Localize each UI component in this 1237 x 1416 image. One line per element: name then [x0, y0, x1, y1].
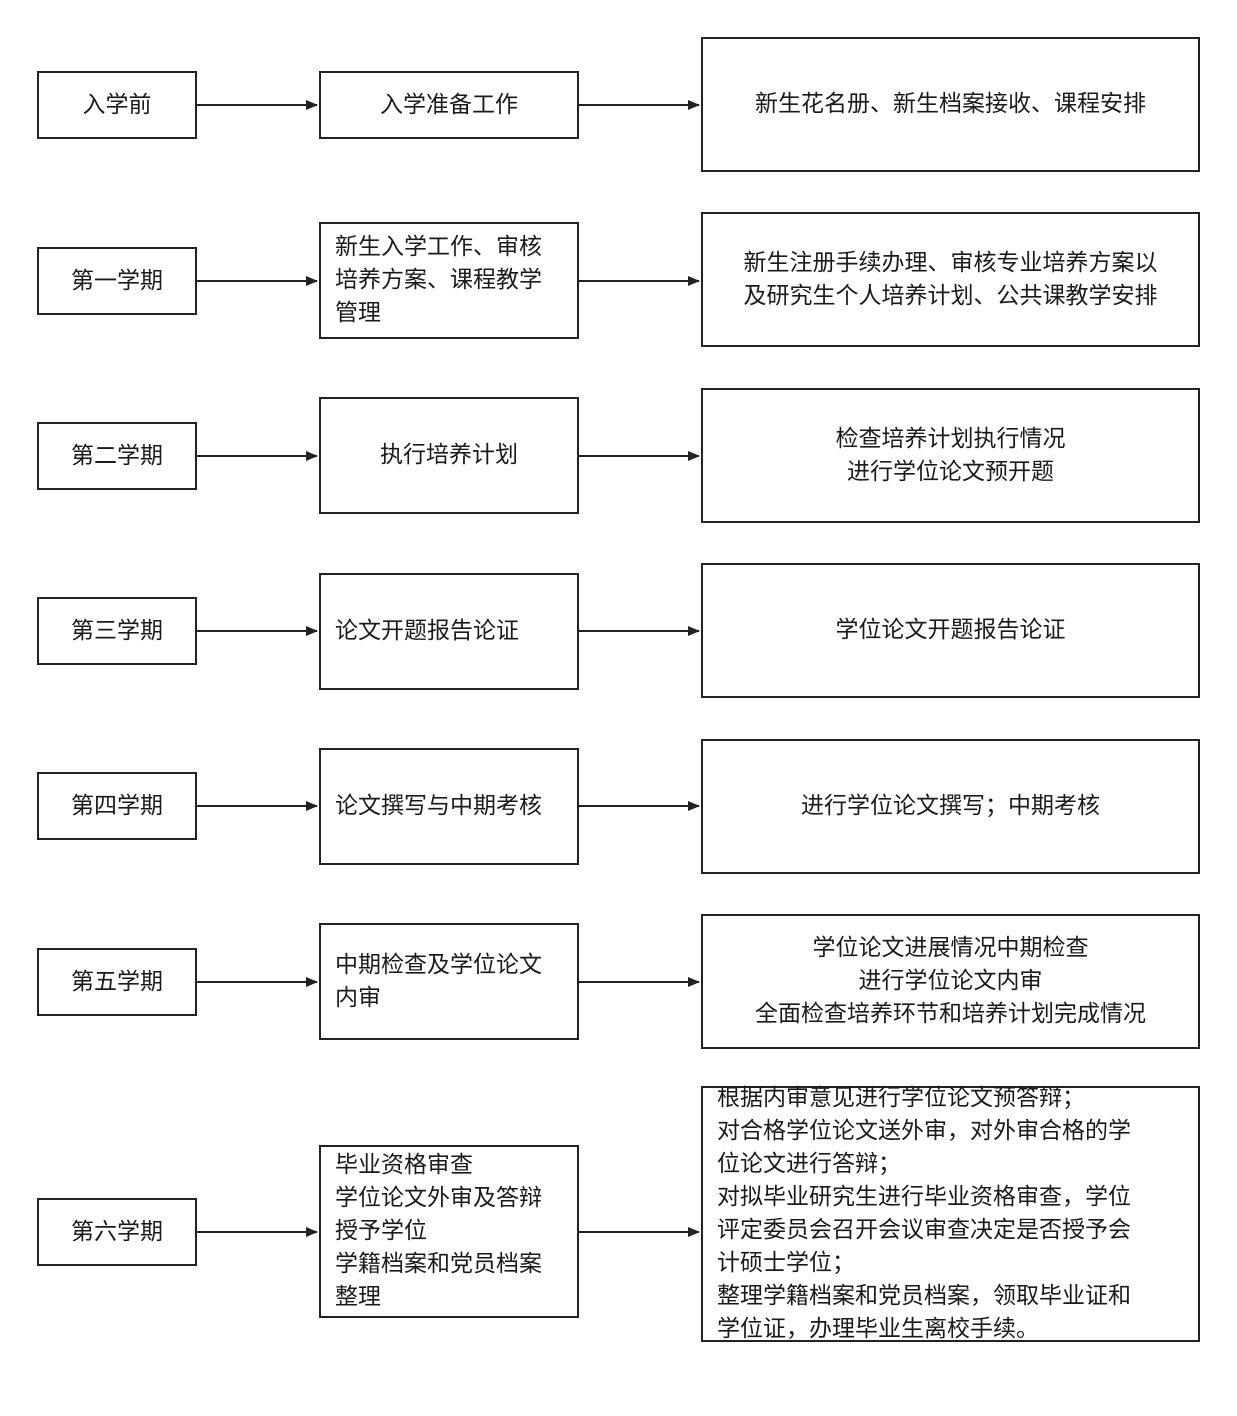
task-box-semester-1: 新生入学工作、审核 培养方案、课程教学 管理: [319, 222, 579, 339]
phase-label: 第二学期: [71, 442, 163, 469]
phase-box-semester-4: 第四学期: [37, 772, 197, 840]
phase-box-semester-1: 第一学期: [37, 247, 197, 315]
detail-box-semester-3: 学位论文开题报告论证: [701, 563, 1200, 698]
phase-box-semester-2: 第二学期: [37, 422, 197, 490]
phase-label: 第五学期: [71, 968, 163, 995]
phase-box-semester-3: 第三学期: [37, 597, 197, 665]
phase-label: 入学前: [82, 91, 152, 118]
phase-box-pre-enrollment: 入学前: [37, 71, 197, 139]
task-box-semester-6: 毕业资格审查 学位论文外审及答辩 授予学位 学籍档案和党员档案 整理: [319, 1145, 579, 1318]
detail-text: 进行学位论文撰写；中期考核: [801, 793, 1100, 819]
phase-label: 第四学期: [71, 792, 163, 819]
detail-box-semester-6: 根据内审意见进行学位论文预答辩； 对合格学位论文送外审，对外审合格的学 位论文进…: [701, 1085, 1200, 1342]
task-label: 论文开题报告论证: [335, 618, 519, 644]
phase-box-semester-5: 第五学期: [37, 948, 197, 1016]
task-label: 论文撰写与中期考核: [335, 793, 542, 819]
task-box-semester-3: 论文开题报告论证: [319, 573, 579, 690]
task-label: 毕业资格审查 学位论文外审及答辩 授予学位 学籍档案和党员档案 整理: [335, 1152, 542, 1310]
detail-box-semester-1: 新生注册手续办理、审核专业培养方案以 及研究生个人培养计划、公共课教学安排: [701, 212, 1200, 347]
phase-box-semester-6: 第六学期: [37, 1198, 197, 1266]
detail-text: 学位论文进展情况中期检查 进行学位论文内审 全面检查培养环节和培养计划完成情况: [755, 935, 1146, 1027]
detail-text: 新生注册手续办理、审核专业培养方案以 及研究生个人培养计划、公共课教学安排: [743, 249, 1158, 309]
detail-text: 检查培养计划执行情况 进行学位论文预开题: [835, 425, 1066, 485]
task-label: 入学准备工作: [380, 91, 518, 118]
detail-box-semester-4: 进行学位论文撰写；中期考核: [701, 739, 1200, 874]
detail-box-enrollment-preparation: 新生花名册、新生档案接收、课程安排: [701, 37, 1200, 172]
detail-text: 学位论文开题报告论证: [835, 617, 1066, 643]
task-box-semester-2: 执行培养计划: [319, 397, 579, 514]
phase-label: 第六学期: [71, 1218, 163, 1245]
detail-text: 根据内审意见进行学位论文预答辩； 对合格学位论文送外审，对外审合格的学 位论文进…: [717, 1085, 1131, 1342]
task-box-semester-5: 中期检查及学位论文 内审: [319, 923, 579, 1040]
task-label: 中期检查及学位论文 内审: [335, 951, 542, 1011]
task-box-semester-4: 论文撰写与中期考核: [319, 748, 579, 865]
detail-box-semester-5: 学位论文进展情况中期检查 进行学位论文内审 全面检查培养环节和培养计划完成情况: [701, 914, 1200, 1049]
detail-text: 新生花名册、新生档案接收、课程安排: [755, 91, 1146, 117]
phase-label: 第一学期: [71, 267, 163, 294]
phase-label: 第三学期: [71, 617, 163, 644]
detail-box-semester-2: 检查培养计划执行情况 进行学位论文预开题: [701, 388, 1200, 523]
task-label: 新生入学工作、审核 培养方案、课程教学 管理: [335, 234, 542, 326]
task-label: 执行培养计划: [380, 442, 518, 468]
task-box-enrollment-preparation: 入学准备工作: [319, 71, 579, 139]
